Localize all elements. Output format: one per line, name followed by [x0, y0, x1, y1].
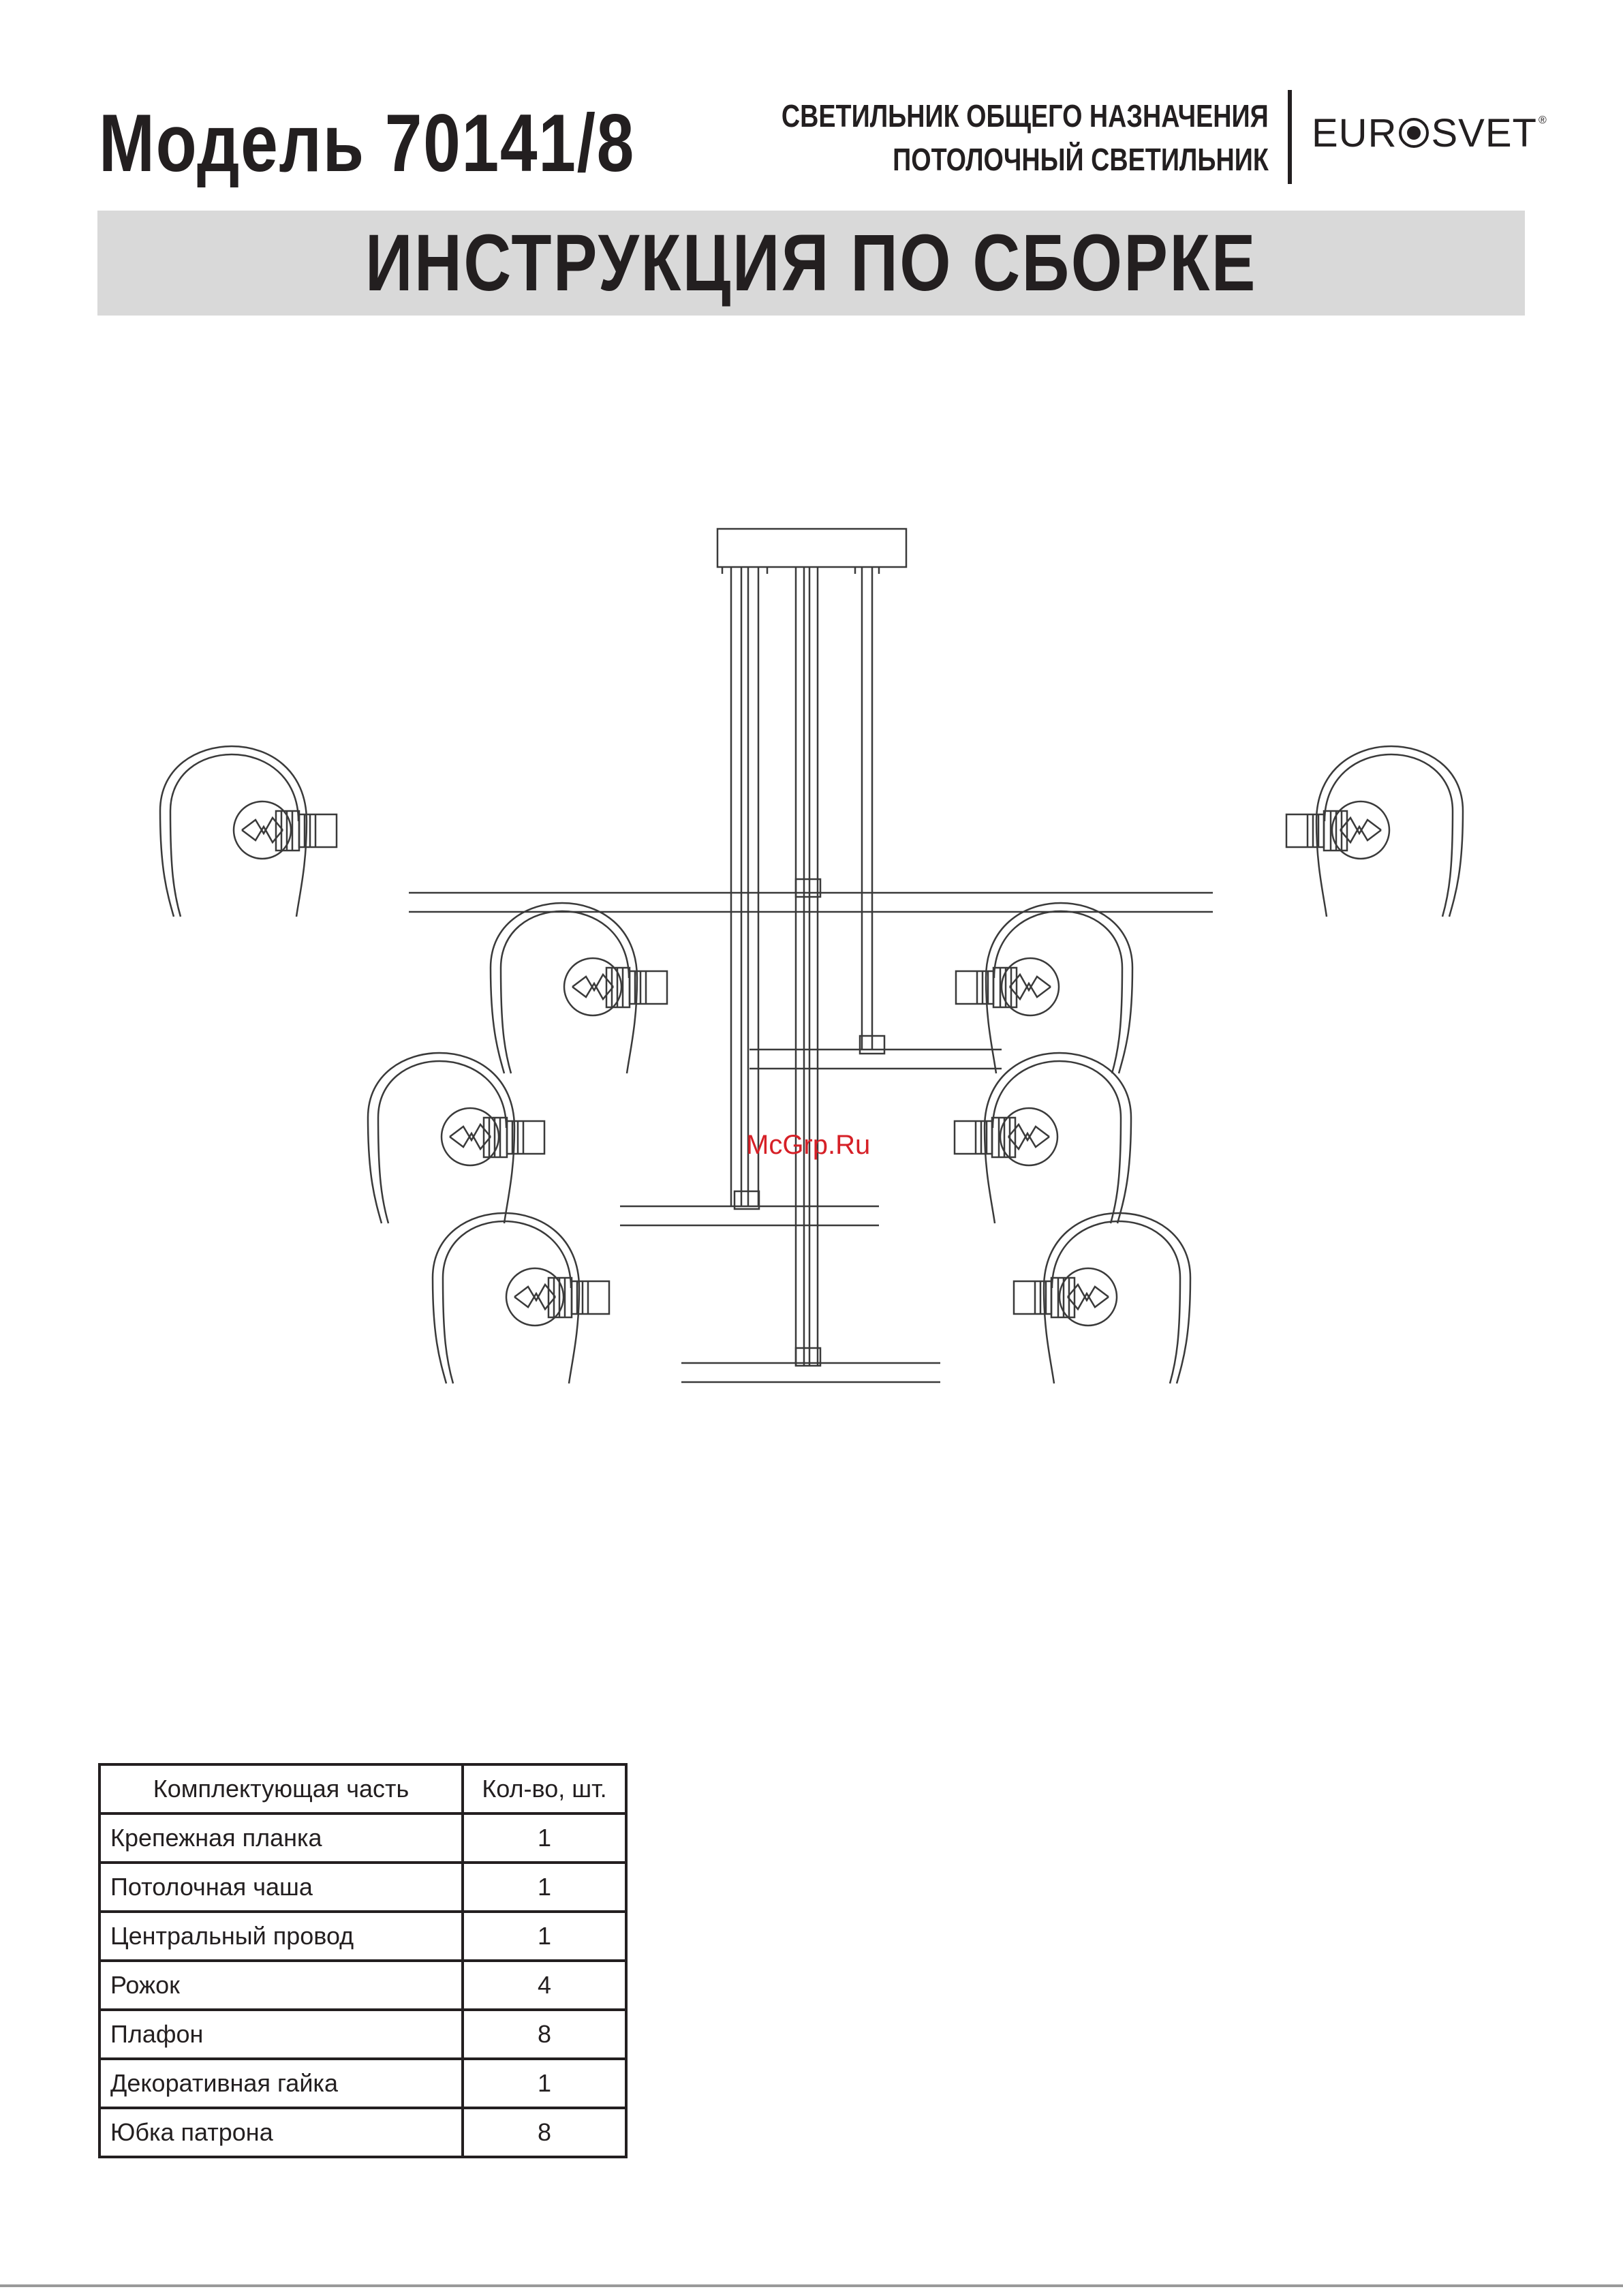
shade-tier1-right [1286, 746, 1463, 917]
parts-table-header: Комплектующая часть Кол-во, шт. [99, 1764, 626, 1813]
part-name: Потолочная чаша [99, 1863, 463, 1912]
table-row: Декоративная гайка 1 [99, 2059, 626, 2108]
shade-tier2-right [956, 903, 1132, 1073]
table-row: Рожок 4 [99, 1961, 626, 2010]
column-header-qty: Кол-во, шт. [463, 1764, 626, 1813]
part-name: Юбка патрона [99, 2108, 463, 2157]
shade-tier3-right [955, 1053, 1131, 1223]
ceiling-canopy [717, 529, 906, 567]
part-name: Центральный провод [99, 1912, 463, 1961]
watermark: McGrp.Ru [746, 1130, 870, 1161]
shade-tier3-left [368, 1053, 544, 1223]
table-row: Потолочная чаша 1 [99, 1863, 626, 1912]
part-qty: 1 [463, 1813, 626, 1863]
part-name: Плафон [99, 2010, 463, 2059]
part-name: Декоративная гайка [99, 2059, 463, 2108]
page-bottom-rule [0, 2284, 1623, 2287]
shade-tier4-right [1014, 1213, 1190, 1383]
shade-tier4-left [433, 1213, 609, 1383]
table-row: Крепежная планка 1 [99, 1813, 626, 1863]
parts-table: Комплектующая часть Кол-во, шт. Крепежна… [98, 1763, 628, 2158]
shade-tier2-left [491, 903, 667, 1073]
part-name: Рожок [99, 1961, 463, 2010]
table-row: Юбка патрона 8 [99, 2108, 626, 2157]
part-name: Крепежная планка [99, 1813, 463, 1863]
part-qty: 1 [463, 1863, 626, 1912]
part-qty: 1 [463, 1912, 626, 1961]
part-qty: 8 [463, 2010, 626, 2059]
table-row: Плафон 8 [99, 2010, 626, 2059]
part-qty: 8 [463, 2108, 626, 2157]
column-header-part: Комплектующая часть [99, 1764, 463, 1813]
part-qty: 1 [463, 2059, 626, 2108]
vertical-rods [722, 567, 879, 1366]
shade-tier1-left [160, 746, 337, 917]
part-qty: 4 [463, 1961, 626, 2010]
table-row: Центральный провод 1 [99, 1912, 626, 1961]
